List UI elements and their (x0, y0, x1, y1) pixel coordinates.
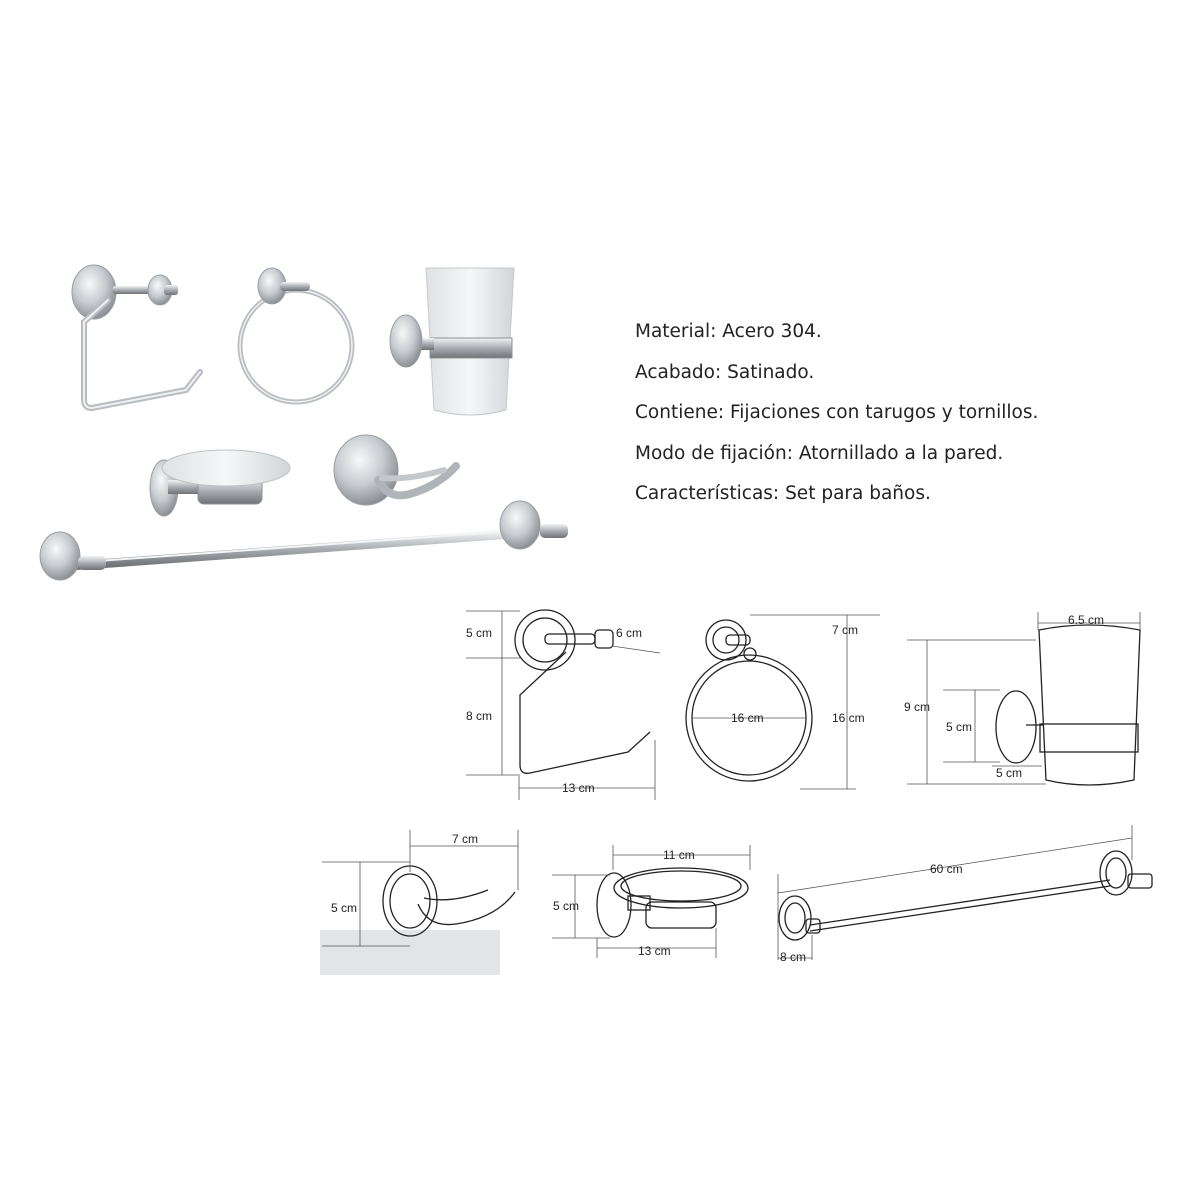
tumbler-width-label: 6.5 cm (1068, 613, 1104, 627)
spec-label: Modo de fijación: (635, 442, 793, 464)
soap-dish-width-label: 11 cm (663, 848, 695, 862)
paper-holder-drawing: 5 cm 6 cm 8 cm 13 cm (466, 609, 661, 800)
tumbler-holder-photo (389, 267, 515, 416)
tumbler-base-label: 5 cm (946, 720, 972, 734)
towel-bar-length-label: 60 cm (930, 862, 963, 876)
paper-holder-photo (71, 264, 203, 412)
spec-material: Material: Acero 304. (635, 312, 1038, 353)
tumbler-height-label: 9 cm (904, 700, 930, 714)
towel-ring-photo (237, 267, 355, 405)
spec-label: Características: (635, 483, 780, 504)
spec-features: Características: Set para baños. (635, 474, 1038, 515)
spec-value: Acero 304. (722, 321, 822, 342)
robe-hook-height-label: 5 cm (331, 901, 357, 915)
soap-dish-depth-label: 13 cm (638, 944, 671, 958)
spec-label: Material: (635, 321, 717, 342)
spec-mounting: Modo de fijación: Atornillado a la pared… (635, 434, 1038, 475)
paper-holder-width-label: 13 cm (562, 781, 595, 795)
tumbler-holder-drawing: 6.5 cm 9 cm 5 cm 5 cm (904, 612, 1141, 786)
robe-hook-depth-label: 7 cm (452, 832, 478, 846)
soap-dish-height-label: 5 cm (553, 899, 579, 913)
spec-label: Acabado: (635, 361, 722, 383)
paper-holder-drop-label: 8 cm (466, 709, 492, 723)
spec-value: Fijaciones con tarugos y tornillos. (729, 402, 1039, 423)
robe-hook-drawing: 7 cm 5 cm (320, 830, 519, 975)
spec-value: Atornillado a la pared. (798, 442, 1004, 464)
robe-hook-photo (333, 434, 460, 506)
spec-list: Material: Acero 304. Acabado: Satinado. … (635, 312, 1038, 515)
towel-ring-drawing: 7 cm 16 cm 16 cm (685, 614, 880, 790)
paper-holder-height-label: 5 cm (466, 626, 492, 640)
spec-value: Satinado. (727, 361, 815, 383)
tumbler-depth-label: 5 cm (996, 766, 1022, 780)
spec-finish: Acabado: Satinado. (635, 353, 1038, 394)
towel-bar-depth-label: 8 cm (780, 950, 806, 964)
spec-label: Contiene: (635, 402, 725, 423)
soap-dish-photo (149, 449, 291, 517)
towel-ring-diameter-label: 16 cm (731, 711, 764, 725)
paper-holder-depth-label: 6 cm (616, 626, 642, 640)
towel-ring-height-label: 16 cm (832, 711, 865, 725)
spec-value: Set para baños. (785, 483, 931, 504)
towel-bar-photo (39, 500, 568, 581)
towel-ring-depth-label: 7 cm (832, 623, 858, 637)
towel-bar-drawing: 60 cm 8 cm (777, 825, 1153, 964)
soap-dish-drawing: 11 cm 5 cm 13 cm (552, 845, 751, 958)
spec-contents: Contiene: Fijaciones con tarugos y torni… (635, 393, 1038, 434)
